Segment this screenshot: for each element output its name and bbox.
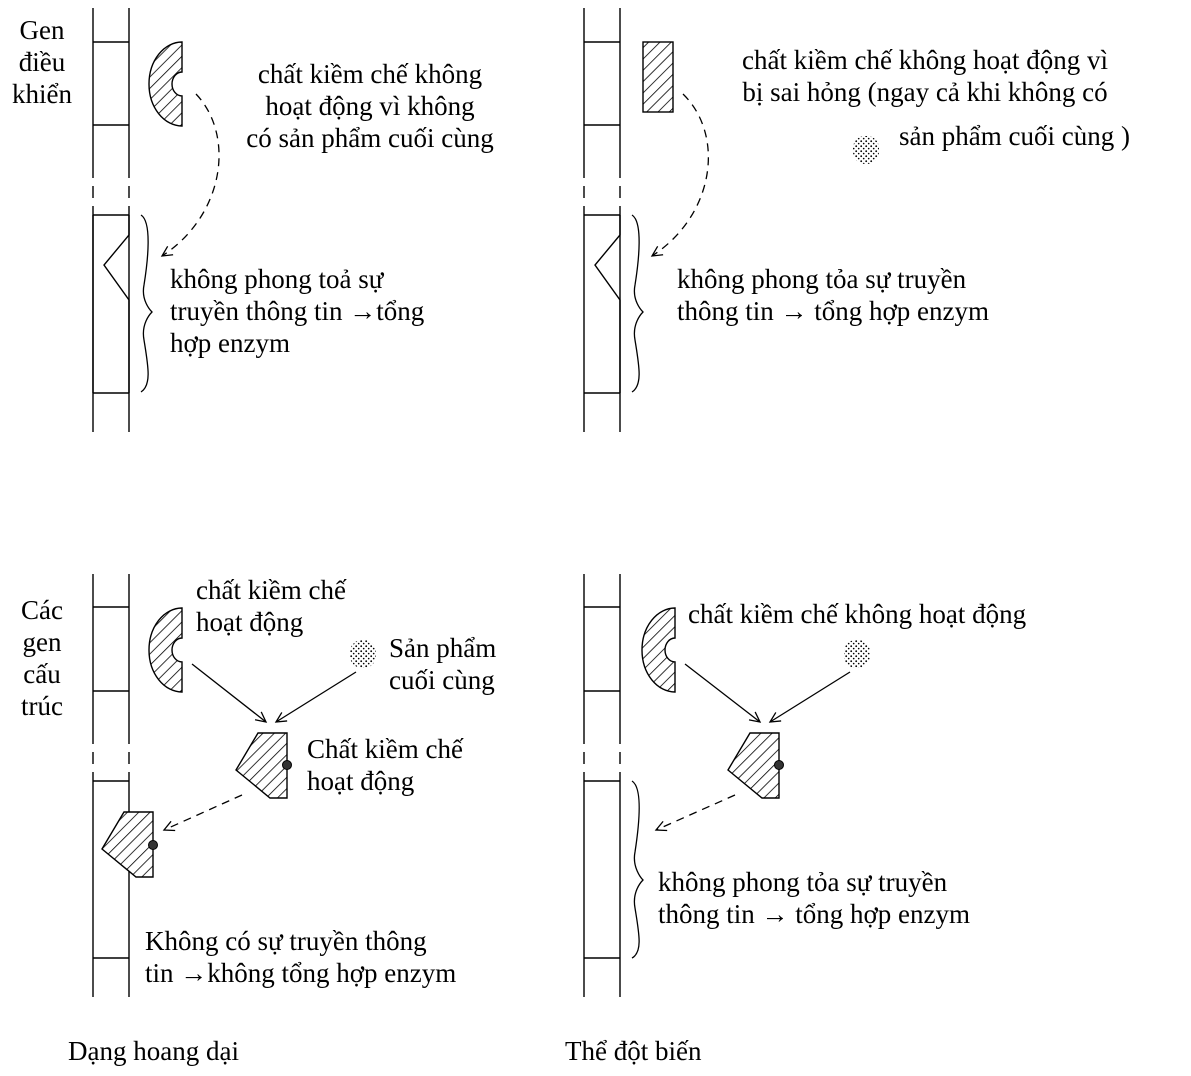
dashed-arrow-mutant-bottom [654,794,736,832]
complex-active-wild [235,732,288,799]
repressor-note-mutant-top-line3: sản phẩm cuối cùng ) [899,121,1130,151]
arrow-product-to-complex-wild [274,671,357,723]
brace-mutant-top [631,214,644,393]
note-line: bị sai hỏng (ngay cả khi không có [742,77,1108,107]
note-line: có sản phẩm cuối cùng [246,123,494,153]
bound-operator-dot-wild [148,840,158,850]
repressor-mutant-bottom [641,607,676,693]
note-line: hoạt động [196,607,304,637]
side-label-line: trúc [21,691,63,721]
complex-bound-operator-wild [101,811,154,878]
end-product-dots-mutant-bottom [844,640,870,668]
note-line: chất kiềm chế không [257,59,483,89]
dna-strand-wild-top [92,8,130,432]
dashed-arrow-wild-top [160,93,220,257]
side-label-line: khiển [12,79,72,109]
side-label-structural-genes: Các gen cấu trúc [10,594,74,722]
note-line: không phong tỏa sự truyền [677,264,967,294]
repressor-defective-mutant-top [642,41,674,113]
note-line: hoạt động vì không [265,91,475,121]
note-line: truyền thông tin →tổng [170,296,425,326]
repressor-note-mutant-bottom: chất kiềm chế không hoạt động [688,599,1027,629]
repressor-note-wild-bottom: chất kiềm chế hoạt động [196,574,346,638]
side-label-line: điều [18,47,66,77]
result-note-wild-bottom: Không có sự truyền thông tin →không tổng… [145,925,456,989]
bound-product-dot-wild [282,760,292,770]
note-line: hợp enzym [170,328,290,358]
note-line: Chất kiềm chế [307,734,463,764]
product-note-wild-bottom: Sản phẩm cuối cùng [389,632,496,696]
bound-product-dot-mutant [774,760,784,770]
arrow-repressor-to-complex-mutant [684,663,762,723]
note-line: thông tin → tổng hợp enzym [658,899,971,929]
side-label-line: Các [21,595,63,625]
brace-wild-top [140,214,153,393]
result-note-mutant-bottom: không phong tỏa sự truyền thông tin → tổ… [658,866,970,930]
dna-strand-mutant-bottom [583,574,621,997]
note-line: tin →không tổng hợp enzym [145,958,457,988]
result-note-wild-top: không phong toả sự truyền thông tin →tổn… [170,263,424,359]
arrow-product-to-complex-mutant [768,671,851,723]
brace-mutant-bottom [631,780,644,959]
side-label-regulatory-gene: Gen điều khiển [4,14,80,110]
note-line: chất kiềm chế không hoạt động vì [742,45,1108,75]
complex-mutant [727,732,780,799]
repressor-inactive-wild-top [148,41,183,127]
caption-mutant: Thể đột biến [565,1036,702,1066]
dashed-arrow-wild-bottom [162,794,243,832]
note-line: Không có sự truyền thông [145,926,427,956]
caption-wild-type: Dạng hoang dại [68,1036,239,1066]
side-label-line: gen [22,627,62,657]
end-product-dots-mutant-top [853,136,879,164]
note-line: Sản phẩm [389,633,497,663]
complex-note-wild-bottom: Chất kiềm chế hoạt động [307,733,463,797]
repressor-note-mutant-top: chất kiềm chế không hoạt động vì bị sai … [690,44,1160,108]
dashed-arrow-mutant-top [650,93,710,257]
dna-strand-wild-bottom [92,574,130,997]
note-line: chất kiềm chế [196,575,346,605]
repressor-note-wild-top: chất kiềm chế không hoạt động vì không c… [200,58,540,154]
side-label-line: cấu [23,659,61,689]
note-line: không phong tỏa sự truyền [658,867,948,897]
dna-strand-mutant-top [583,8,621,432]
result-note-mutant-top: không phong tỏa sự truyền thông tin → tổ… [677,263,989,327]
arrow-repressor-to-complex-wild [191,663,268,723]
note-line: hoạt động [307,766,415,796]
repressor-active-wild-bottom [148,607,183,693]
end-product-dots-wild-bottom [350,640,376,668]
side-label-line: Gen [19,15,65,45]
note-line: cuối cùng [389,665,495,695]
note-line: thông tin → tổng hợp enzym [677,296,990,326]
note-line: không phong toả sự [170,264,384,294]
